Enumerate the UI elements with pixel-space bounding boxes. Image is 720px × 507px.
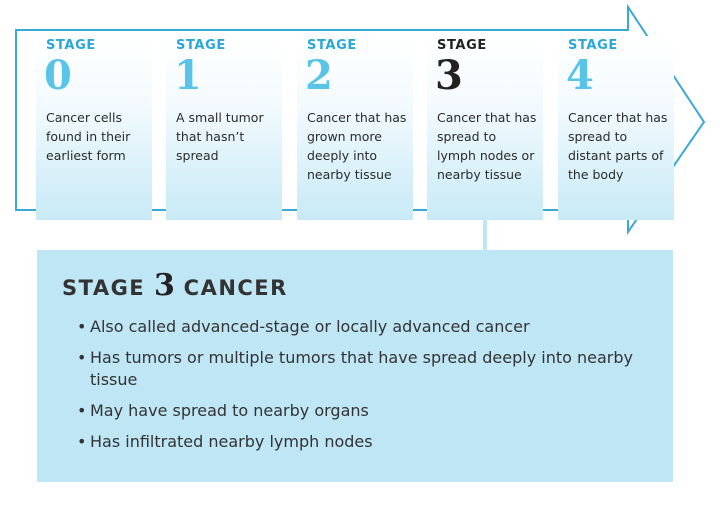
stage-number: 2 [305,52,333,99]
detail-list-item: •Also called advanced-stage or locally a… [77,316,657,338]
stage-number: 4 [566,52,594,99]
stage-number: 1 [174,52,202,99]
stage-label: STAGE [176,38,226,53]
stage-description: Cancer cells found in their earliest for… [46,110,131,163]
detail-title-suffix: CANCER [174,276,288,300]
stage-number: 3 [435,52,463,99]
stage-card-3: STAGE 3 Cancer that has spread to lymph … [427,36,543,220]
bullet-icon: • [77,432,87,451]
stage-card-0: STAGE 0 Cancer cells found in their earl… [36,36,152,220]
stage-card-2: STAGE 2 Cancer that has grown more deepl… [297,36,413,220]
stage-card-4: STAGE 4 Cancer that has spread to distan… [558,36,674,220]
detail-item-text: May have spread to nearby organs [90,401,369,420]
stage-number: 0 [44,52,72,99]
stage-label: STAGE [568,38,618,53]
stage-label: STAGE [307,38,357,53]
bullet-icon: • [77,317,87,336]
detail-title-number: 3 [153,268,175,303]
detail-list-item: •Has tumors or multiple tumors that have… [77,347,657,391]
stage-label: STAGE [437,38,487,53]
stage-label: STAGE [46,38,96,53]
stage-card-1: STAGE 1 A small tumor that hasn’t spread [166,36,282,220]
connector-line [483,220,487,250]
detail-title-prefix: STAGE [62,276,154,300]
bullet-icon: • [77,348,87,367]
stage-description: Cancer that has spread to lymph nodes or… [437,110,537,182]
detail-item-text: Has infiltrated nearby lymph nodes [90,432,373,451]
detail-list-item: •Has infiltrated nearby lymph nodes [77,431,657,453]
detail-item-text: Has tumors or multiple tumors that have … [90,348,633,389]
stage-description: A small tumor that hasn’t spread [176,110,264,163]
stage-description: Cancer that has grown more deeply into n… [307,110,407,182]
detail-list-item: •May have spread to nearby organs [77,400,657,422]
detail-title: STAGE 3 CANCER [62,268,288,303]
detail-item-text: Also called advanced-stage or locally ad… [90,317,530,336]
stage-description: Cancer that has spread to distant parts … [568,110,668,182]
detail-list: •Also called advanced-stage or locally a… [77,316,657,462]
bullet-icon: • [77,401,87,420]
stage-detail-panel: STAGE 3 CANCER •Also called advanced-sta… [37,250,673,482]
